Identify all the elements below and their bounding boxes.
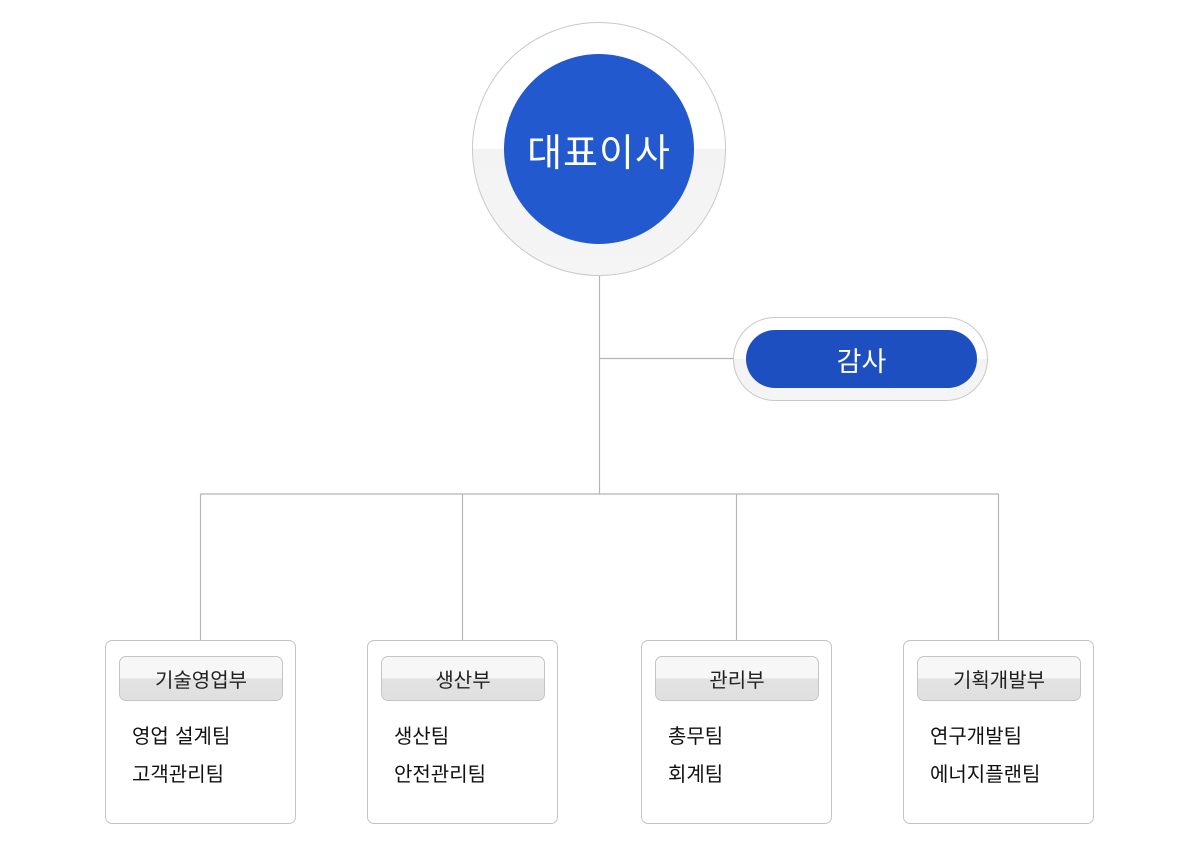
team-list: 연구개발팀 에너지플랜팀 [930,717,1040,793]
audit-node: 감사 [733,317,988,401]
department-header: 생산부 [381,656,545,701]
ceo-node: 대표이사 [472,22,726,276]
department-card-production: 생산부 생산팀 안전관리팀 [367,640,558,824]
team-item: 에너지플랜팀 [930,762,1041,786]
ceo-badge: 대표이사 [504,54,694,244]
team-item: 고객관리팀 [132,762,224,786]
team-item: 회계팀 [668,762,724,786]
team-item: 생산팀 [394,724,450,748]
audit-badge: 감사 [746,330,977,388]
team-item: 안전관리팀 [394,762,486,786]
audit-label: 감사 [836,346,887,378]
department-name: 관리부 [709,668,765,692]
department-card-management: 관리부 총무팀 회계팀 [641,640,832,824]
department-header: 기술영업부 [119,656,283,701]
team-list: 영업 설계팀 고객관리팀 [132,717,230,793]
department-name: 기획개발부 [953,668,1045,692]
ceo-label: 대표이사 [527,130,671,175]
department-header: 관리부 [655,656,819,701]
department-name: 생산부 [435,668,491,692]
department-card-planning-development: 기획개발부 연구개발팀 에너지플랜팀 [903,640,1094,824]
team-item: 영업 설계팀 [132,724,231,748]
team-item: 연구개발팀 [930,724,1022,748]
department-card-tech-sales: 기술영업부 영업 설계팀 고객관리팀 [105,640,296,824]
department-header: 기획개발부 [917,656,1081,701]
department-name: 기술영업부 [155,668,247,692]
team-list: 생산팀 안전관리팀 [394,717,486,793]
team-list: 총무팀 회계팀 [668,717,723,793]
team-item: 총무팀 [668,724,724,748]
